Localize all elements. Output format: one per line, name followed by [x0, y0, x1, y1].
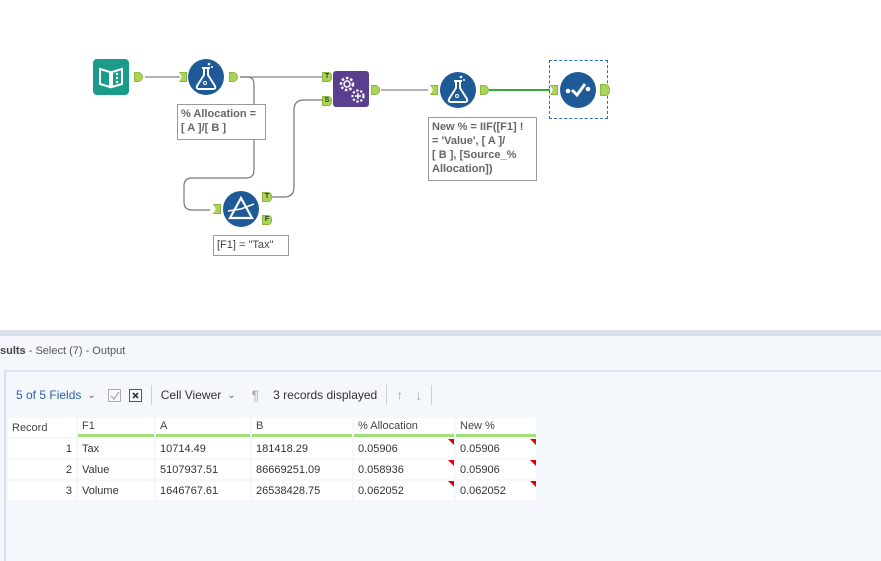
cell-new-pct[interactable]: 0.062052 [456, 481, 536, 500]
filter-tool[interactable] [223, 191, 259, 232]
cell-a[interactable]: 1646767.61 [156, 481, 250, 500]
chevron-down-icon: ⌄ [227, 389, 236, 401]
cell-record[interactable]: 3 [8, 481, 76, 500]
input-data-tool[interactable] [93, 59, 129, 100]
annotation-line: [ B ], [Source_% [432, 149, 517, 161]
results-grid-panel: 5 of 5 Fields ⌄ Cell Viewer ⌄ ¶ 3 record… [4, 370, 881, 561]
annotation-line: [ A ]/[ B ] [181, 122, 227, 134]
annotation-line: New % = IIF([F1] ! [432, 121, 524, 133]
cell-f1[interactable]: Value [78, 460, 154, 479]
append-fields-tool[interactable] [333, 71, 369, 112]
filter-prism-icon [223, 191, 259, 227]
column-header-f1[interactable]: F1 [78, 418, 154, 437]
cell-record[interactable]: 1 [8, 439, 76, 458]
formula-tool-2[interactable] [440, 72, 476, 113]
toolbar-divider [150, 385, 152, 405]
column-header-allocation[interactable]: % Allocation [354, 418, 454, 437]
cell-a[interactable]: 5107937.51 [156, 460, 250, 479]
cell-allocation[interactable]: 0.062052 [354, 481, 454, 500]
results-title-source: - Select (7) - Output [25, 345, 126, 357]
wire-filter-append-s [272, 99, 322, 198]
annotation-line: % Allocation = [181, 108, 257, 120]
cell-viewer-label: Cell Viewer [160, 388, 222, 402]
chevron-down-icon: ⌄ [87, 389, 96, 401]
results-title-bold: sults [0, 345, 26, 357]
formula2-annotation: New % = IIF([F1] ! = 'Value', [ A ]/ [ B… [428, 117, 537, 181]
annotation-line: Allocation]) [432, 163, 493, 175]
cell-b[interactable]: 26538428.75 [252, 481, 352, 500]
cell-new-pct[interactable]: 0.05906 [456, 439, 536, 458]
table-row[interactable]: 1 Tax 10714.49 181418.29 0.05906 0.05906 [8, 439, 536, 458]
flask-icon [440, 72, 476, 108]
table-row[interactable]: 2 Value 5107937.51 86669251.09 0.058936 … [8, 460, 536, 479]
fields-dropdown-label: 5 of 5 Fields [16, 388, 82, 402]
book-icon [93, 59, 129, 95]
cell-a[interactable]: 10714.49 [156, 439, 250, 458]
select-output-anchor[interactable] [600, 84, 610, 96]
column-header-b[interactable]: B [252, 418, 352, 437]
cell-b[interactable]: 86669251.09 [252, 460, 352, 479]
select-check-icon [560, 72, 596, 108]
table-header-row: Record F1 A B % Allocation New % [8, 418, 536, 437]
cell-viewer-dropdown[interactable]: Cell Viewer ⌄ [161, 388, 236, 402]
toolbar-divider [431, 385, 433, 405]
wire-formula1-filter [183, 76, 255, 211]
annotation-line: = 'Value', [ A ]/ [432, 135, 506, 147]
append-target-anchor[interactable]: T [322, 72, 332, 82]
column-header-new-pct[interactable]: New % [456, 418, 536, 437]
cell-f1[interactable]: Volume [78, 481, 154, 500]
deselect-all-icon[interactable] [128, 388, 142, 402]
append-output-anchor[interactable] [371, 85, 380, 95]
connections [145, 76, 550, 211]
cell-f1[interactable]: Tax [78, 439, 154, 458]
select-tool[interactable] [560, 72, 596, 113]
toolbar-divider [386, 385, 388, 405]
formula2-output-anchor[interactable] [480, 85, 489, 95]
filter-false-anchor[interactable]: F [262, 215, 272, 225]
cell-record[interactable]: 2 [8, 460, 76, 479]
pilcrow-icon[interactable]: ¶ [251, 387, 260, 403]
workflow-canvas[interactable]: % Allocation = [ A ]/[ B ] T F [F1] = "T… [0, 0, 881, 330]
column-header-a[interactable]: A [156, 418, 250, 437]
fields-dropdown[interactable]: 5 of 5 Fields ⌄ [16, 388, 96, 402]
arrow-up-icon[interactable]: ↑ [396, 387, 404, 403]
table-row[interactable]: 3 Volume 1646767.61 26538428.75 0.062052… [8, 481, 536, 500]
flask-icon [188, 59, 224, 95]
cell-allocation[interactable]: 0.05906 [354, 439, 454, 458]
cell-allocation[interactable]: 0.058936 [354, 460, 454, 479]
arrow-down-icon[interactable]: ↓ [415, 387, 423, 403]
results-panel: sults - Select (7) - Output 5 of 5 Field… [0, 330, 881, 561]
results-title: sults - Select (7) - Output [0, 345, 125, 357]
formula1-annotation: % Allocation = [ A ]/[ B ] [177, 104, 266, 140]
results-toolbar: 5 of 5 Fields ⌄ Cell Viewer ⌄ ¶ 3 record… [16, 384, 441, 406]
results-table: Record F1 A B % Allocation New % 1 Tax 1… [6, 416, 538, 502]
select-all-checkbox-icon[interactable] [107, 388, 121, 402]
cell-b[interactable]: 181418.29 [252, 439, 352, 458]
append-source-anchor[interactable]: S [322, 96, 332, 106]
filter-true-anchor[interactable]: T [262, 192, 272, 202]
input-output-anchor[interactable] [134, 72, 143, 82]
records-count: 3 records displayed [273, 388, 378, 402]
gears-icon [333, 71, 369, 107]
filter-annotation: [F1] = "Tax" [213, 235, 289, 256]
cell-new-pct[interactable]: 0.05906 [456, 460, 536, 479]
formula1-output-anchor[interactable] [229, 72, 238, 82]
column-header-record[interactable]: Record [8, 418, 76, 437]
formula-tool-1[interactable] [188, 59, 224, 100]
